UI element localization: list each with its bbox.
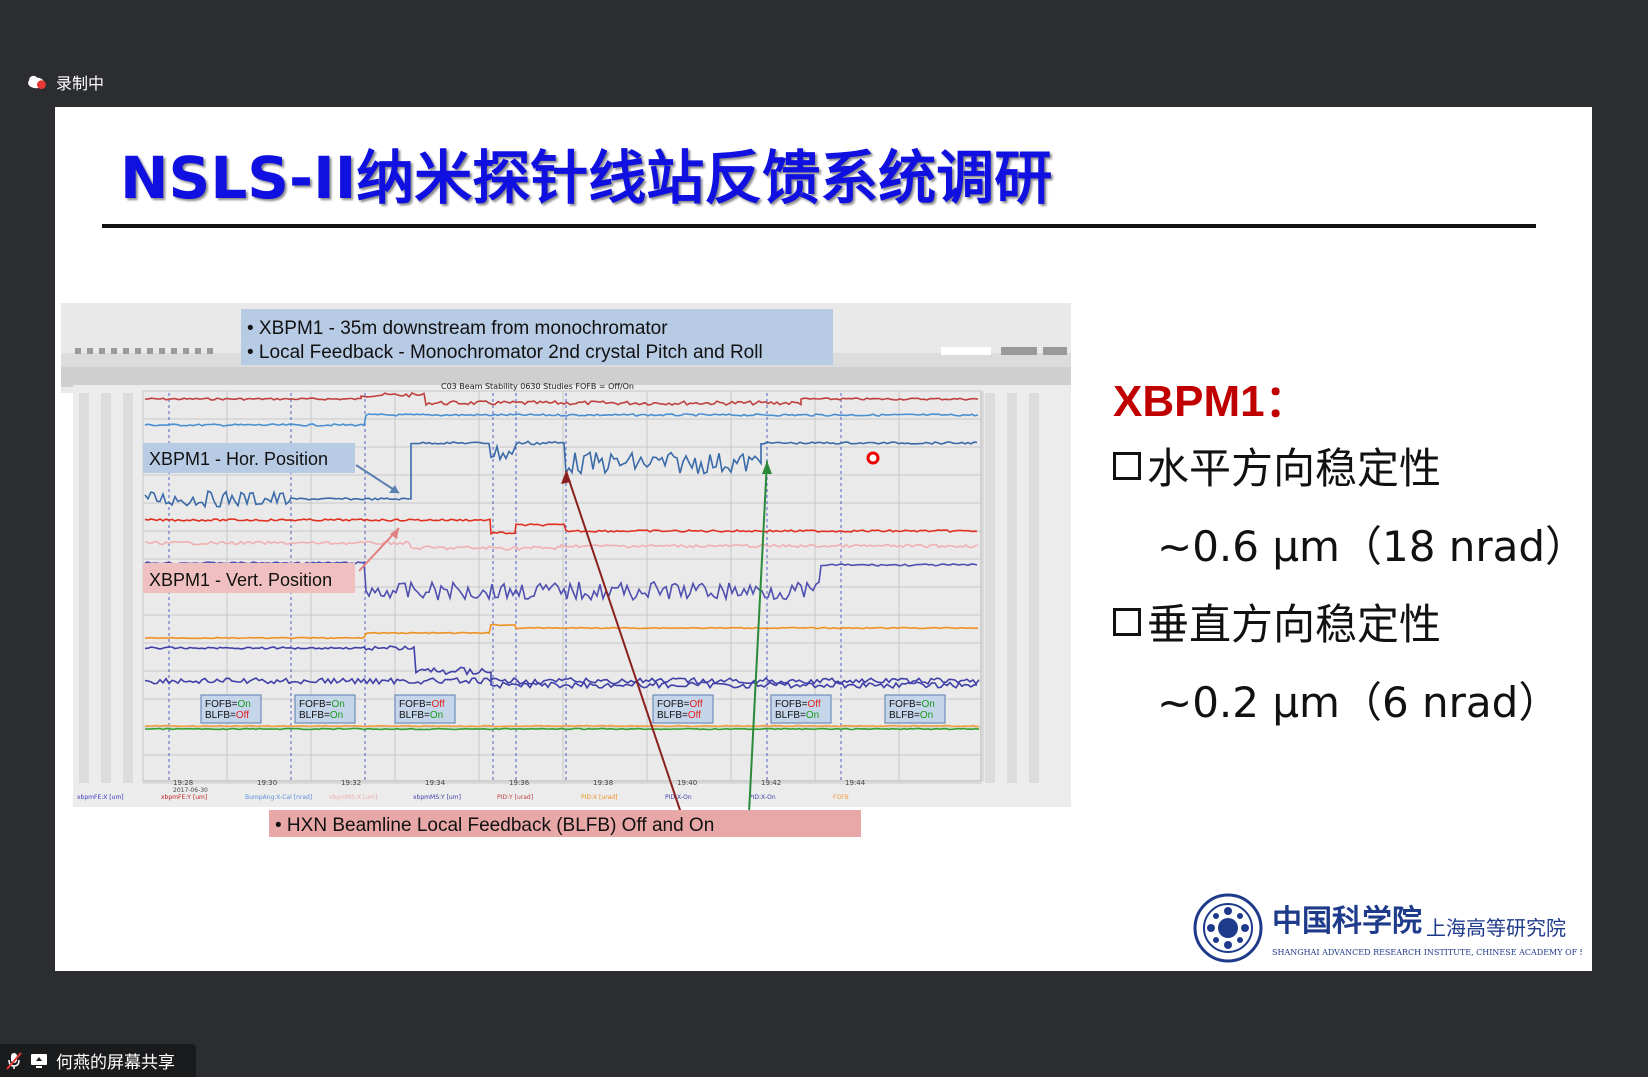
summary-value-horizontal: ~0.6 μm（18 nrad） xyxy=(1157,522,1588,571)
summary-item-vertical: 垂直方向稳定性 xyxy=(1113,591,1441,652)
blfb-state: BLFB=On xyxy=(775,710,819,721)
cloud-record-icon xyxy=(28,75,46,90)
trace-fofb xyxy=(144,727,980,731)
screen-share-label: 何燕的屏幕共享 xyxy=(56,1053,175,1073)
slide-title: NSLS-II纳米探针线站反馈系统调研 xyxy=(120,144,1053,212)
recording-indicator: 录制中 xyxy=(26,70,104,94)
mic-muted-icon[interactable] xyxy=(6,1051,22,1070)
screen-share-bar[interactable]: 何燕的屏幕共享 xyxy=(0,1044,196,1077)
blfb-state: BLFB=Off xyxy=(657,710,701,721)
legend-item: xbpmMS:Y [um] xyxy=(413,794,461,801)
trace-xbpmms-x xyxy=(144,676,980,686)
annotation-arrows xyxy=(355,460,772,814)
blfb-state: BLFB=On xyxy=(299,710,343,721)
time-tick-label: 19:38 xyxy=(593,779,613,787)
time-tick-label: 19:28 xyxy=(173,779,193,787)
trace-hor-position xyxy=(144,440,978,509)
hor-label: XBPM1 - Hor. Position xyxy=(149,449,328,469)
legend-item: PID:Y [urad] xyxy=(497,794,533,801)
fofb-state: FOFB=On xyxy=(889,699,935,710)
trace-bump-angle xyxy=(144,540,979,552)
emblem-icon xyxy=(1193,893,1263,963)
blfb-state: BLFB=On xyxy=(889,710,933,721)
trace-pid-x xyxy=(144,645,978,690)
fofb-state: FOFB=On xyxy=(205,699,251,710)
vert-label-box xyxy=(143,563,355,593)
trace-pid-x-on xyxy=(144,724,980,728)
institute-logo: 中国科学院 上海高等研究院 SHANGHAI ADVANCED RESEARCH… xyxy=(1193,893,1582,963)
legend-item: xbpmMS:X [um] xyxy=(329,794,377,801)
bottom-note-box xyxy=(269,810,861,837)
blfb-state: BLFB=Off xyxy=(205,710,249,721)
summary-panel: XBPM1： 水平方向稳定性 ~0.6 μm（18 nrad） 垂直方向稳定性 … xyxy=(1113,365,1587,727)
time-tick-label: 19:36 xyxy=(509,779,530,787)
time-tick-label: 19:44 xyxy=(845,779,866,787)
time-tick-label: 19:34 xyxy=(425,779,446,787)
legend-item: FOFB xyxy=(833,794,849,801)
note-top-1: • XBPM1 - 35m downstream from monochroma… xyxy=(247,318,668,339)
time-tick-label: 19:30 xyxy=(257,779,277,787)
logo-cn-sub: 上海高等研究院 xyxy=(1426,916,1566,940)
trace-xbpmfe-y xyxy=(144,413,979,427)
checkbox-square-icon xyxy=(1113,451,1141,480)
note-top-2: • Local Feedback - Monochromator 2nd cry… xyxy=(247,342,763,363)
beam-stability-figure: C03 Beam Stability 0630 Studies FOFB = O… xyxy=(61,303,1071,837)
summary-item-horizontal: 水平方向稳定性 xyxy=(1113,435,1441,496)
chart-title: C03 Beam Stability 0630 Studies FOFB = O… xyxy=(441,382,634,391)
vert-label: XBPM1 - Vert. Position xyxy=(149,570,332,590)
presentation-slide: NSLS-II纳米探针线站反馈系统调研 C03 Beam Stability 0… xyxy=(55,107,1592,971)
fofb-state: FOFB=Off xyxy=(775,699,821,710)
summary-item-vertical-label: 垂直方向稳定性 xyxy=(1147,600,1442,649)
hor-label-box xyxy=(143,443,355,473)
time-tick-label: 19:42 xyxy=(761,779,781,787)
logo-cn-main: 中国科学院 xyxy=(1272,904,1422,939)
pointer-marker xyxy=(866,451,880,465)
trace-xbpmfe-x xyxy=(144,392,979,407)
screen-share-icon xyxy=(31,1053,47,1068)
logo-en: SHANGHAI ADVANCED RESEARCH INSTITUTE, CH… xyxy=(1272,948,1582,957)
legend-item: PID:X [urad] xyxy=(581,794,617,801)
legend-item: PID:X-On xyxy=(665,794,692,801)
trace-pid-y xyxy=(144,623,979,640)
title-divider xyxy=(102,224,1536,228)
legend-item: xbpmFE:X [um] xyxy=(77,794,124,801)
summary-item-horizontal-label: 水平方向稳定性 xyxy=(1147,444,1442,493)
legend-item: BumpAng:X-Cal [nrad] xyxy=(245,794,312,801)
summary-heading: XBPM1： xyxy=(1113,377,1309,426)
time-tick-label: 19:40 xyxy=(677,779,697,787)
date-label: 2017-06-30 xyxy=(173,787,208,794)
legend-item: xbpmFE:Y [um] xyxy=(161,794,207,801)
bottom-note: • HXN Beamline Local Feedback (BLFB) Off… xyxy=(275,815,714,836)
trace-vert-reference xyxy=(144,518,978,535)
trace-vert-position xyxy=(144,561,978,602)
recording-label: 录制中 xyxy=(56,74,105,93)
fofb-state: FOFB=Off xyxy=(399,699,445,710)
note-top-box xyxy=(241,309,833,365)
summary-value-vertical: ~0.2 μm（6 nrad） xyxy=(1157,678,1561,727)
legend-item: PID:X-On xyxy=(749,794,776,801)
checkbox-square-icon xyxy=(1113,607,1141,636)
fofb-state: FOFB=On xyxy=(299,699,345,710)
time-tick-label: 19:32 xyxy=(341,779,361,787)
fofb-state: FOFB=Off xyxy=(657,699,703,710)
blfb-state: BLFB=On xyxy=(399,710,443,721)
